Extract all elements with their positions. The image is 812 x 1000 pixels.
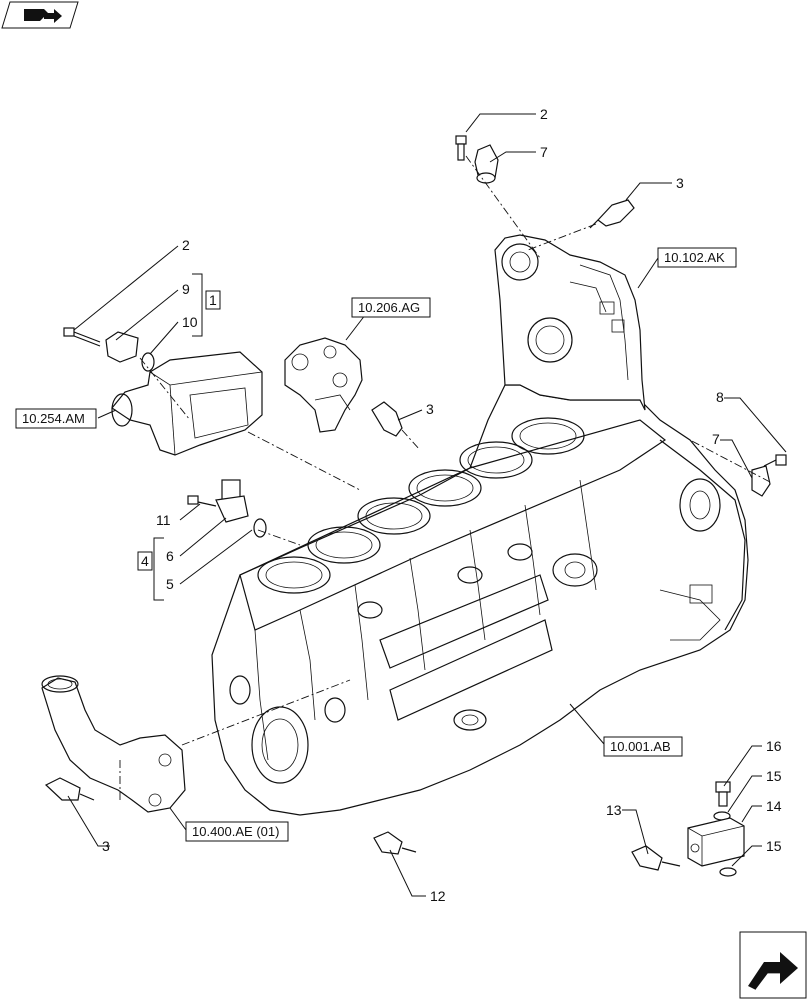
next-page-arrow-icon — [739, 931, 807, 999]
callout-3-top: 3 — [676, 175, 684, 191]
ref-10-400-ae-label: 10.400.AE (01) — [192, 824, 279, 839]
mid-bolt-part — [187, 495, 217, 507]
ref-box-10-206-ag[interactable]: 10.206.AG — [351, 297, 431, 318]
intake-elbow — [111, 351, 263, 456]
callout-16: 16 — [766, 738, 782, 754]
temp-sensor-part-mid — [371, 401, 403, 437]
left-oring-part — [141, 352, 155, 372]
ref-box-10-102-ak[interactable]: 10.102.AK — [657, 247, 737, 268]
callout-group-1: 1 — [209, 292, 217, 308]
callout-7-top: 7 — [540, 144, 548, 160]
callout-2-top: 2 — [540, 106, 548, 122]
left-sensor-part — [105, 331, 139, 363]
callout-12: 12 — [430, 888, 446, 904]
ref-box-10-400-ae[interactable]: 10.400.AE (01) — [185, 821, 289, 842]
temp-sensor-part-top — [589, 199, 635, 229]
callout-8-right: 8 — [716, 389, 724, 405]
leader-lines — [67, 113, 787, 897]
left-bolt-part — [63, 327, 101, 347]
callout-labels: 2 7 3 2 9 10 1 3 8 7 11 6 5 4 3 12 13 16… — [102, 106, 782, 904]
callout-14: 14 — [766, 798, 782, 814]
bolt-part-16 — [715, 781, 731, 807]
temp-sensor-part-bottom-left — [44, 777, 95, 801]
mid-oring-part — [253, 518, 267, 538]
top-speed-sensor-part — [474, 144, 499, 184]
engine-block — [211, 234, 749, 816]
callout-10-left: 10 — [182, 314, 198, 330]
adapter-block-part-14 — [687, 817, 745, 867]
callout-2-left: 2 — [182, 237, 190, 253]
group-box-1 — [205, 290, 221, 310]
right-speed-sensor-part — [751, 465, 771, 497]
coolant-pipe — [41, 675, 186, 813]
callout-9-left: 9 — [182, 281, 190, 297]
open-folder-arrow-icon — [1, 1, 79, 29]
pump-assembly — [284, 337, 363, 433]
ref-10-001-ab-label: 10.001.AB — [610, 739, 671, 754]
right-bolt-part — [763, 454, 787, 467]
ref-10-206-ag-label: 10.206.AG — [358, 300, 420, 315]
callout-11: 11 — [156, 512, 171, 528]
callout-6: 6 — [166, 548, 174, 564]
callout-15-top: 15 — [766, 768, 782, 784]
temp-sensor-part-bottom — [373, 831, 417, 855]
reference-boxes: 10.102.AK 10.206.AG 10.254.AM 10.001.AB … — [15, 247, 737, 842]
group-box-4 — [137, 551, 153, 571]
callout-group-4: 4 — [141, 553, 149, 569]
callout-13: 13 — [606, 802, 622, 818]
ref-box-10-254-am[interactable]: 10.254.AM — [15, 408, 97, 429]
washer-part-15-bottom — [719, 867, 737, 877]
assembly-lines — [119, 155, 771, 800]
callout-3-mid: 3 — [426, 401, 434, 417]
mid-pressure-sensor-part — [215, 479, 249, 523]
ref-box-10-001-ab[interactable]: 10.001.AB — [603, 736, 683, 757]
ref-10-102-ak-label: 10.102.AK — [664, 250, 725, 265]
callout-15-bottom: 15 — [766, 838, 782, 854]
callout-3-bottom-left: 3 — [102, 838, 110, 854]
ref-10-254-am-label: 10.254.AM — [22, 411, 85, 426]
callout-7-right: 7 — [712, 431, 720, 447]
sensor-part-13 — [631, 845, 681, 871]
callout-5: 5 — [166, 576, 174, 592]
top-bolt-part — [455, 135, 467, 161]
